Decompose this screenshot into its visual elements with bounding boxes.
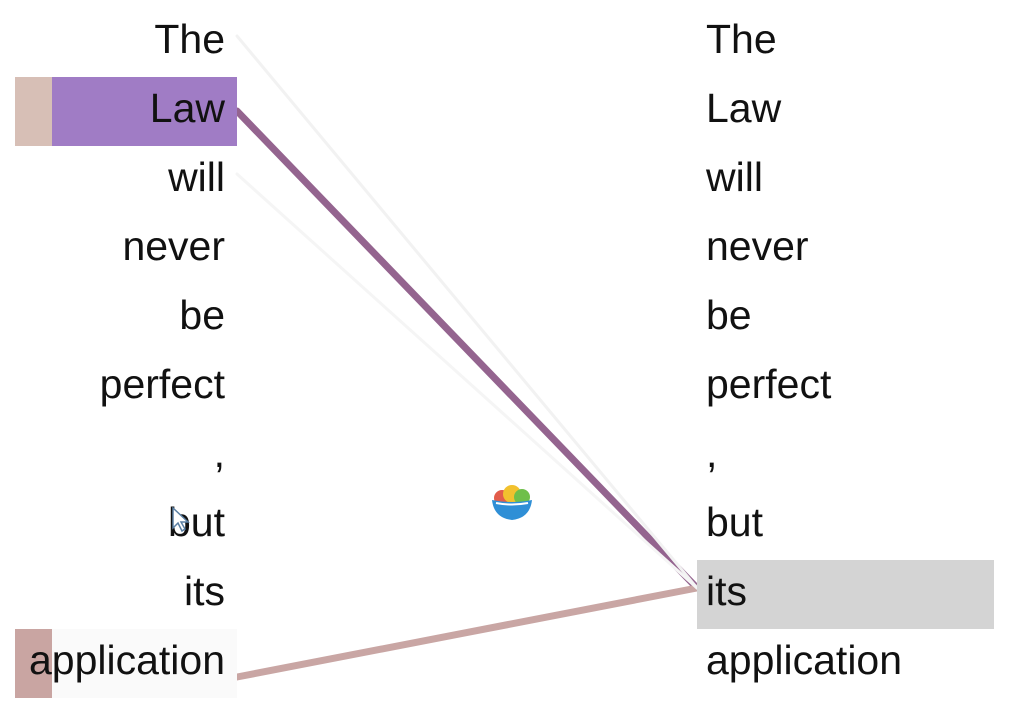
left-token-label: be [179,292,225,338]
right-token-9[interactable]: application [697,629,994,698]
colorful-bowl-logo-icon [488,478,536,526]
attention-link-1 [233,584,701,681]
left-token-label: perfect [99,361,225,407]
right-token-5[interactable]: perfect [697,353,994,422]
right-token-2[interactable]: will [697,146,994,215]
left-token-label: never [122,223,225,269]
right-token-label: but [706,499,763,545]
right-token-label: application [706,637,903,683]
left-token-label: will [168,154,225,200]
left-token-label: Law [149,85,225,131]
left-token-head-bar [15,629,52,698]
left-token-3[interactable]: never [15,215,237,284]
left-token-label: The [154,16,225,62]
left-token-8[interactable]: its [15,560,237,629]
right-token-label: its [706,568,747,614]
left-token-2[interactable]: will [15,146,237,215]
right-token-label: Law [706,85,782,131]
left-token-6[interactable]: , [15,422,237,491]
left-token-label: but [168,499,225,545]
left-token-4[interactable]: be [15,284,237,353]
mouse-pointer-icon [172,506,190,533]
left-token-9[interactable]: application [15,629,237,698]
left-token-label: , [213,430,225,476]
right-token-label: will [706,154,763,200]
right-token-label: , [706,430,718,476]
left-token-head-bar [15,77,52,146]
left-token-label: application [28,637,225,683]
left-token-0[interactable]: The [15,8,237,77]
left-token-7[interactable]: but [15,491,237,560]
right-token-highlight [697,560,994,629]
right-token-1[interactable]: Law [697,77,994,146]
attention-link-2 [235,34,699,590]
right-token-0[interactable]: The [697,8,994,77]
right-token-label: The [706,16,777,62]
right-token-8[interactable]: its [697,560,994,629]
left-token-label: its [184,568,225,614]
right-token-3[interactable]: never [697,215,994,284]
left-token-highlight [15,629,237,698]
right-token-label: never [706,223,809,269]
right-token-7[interactable]: but [697,491,994,560]
right-token-label: perfect [706,361,832,407]
right-token-6[interactable]: , [697,422,994,491]
right-token-4[interactable]: be [697,284,994,353]
left-token-highlight [15,77,237,146]
attention-link-3 [235,172,699,590]
right-token-label: be [706,292,752,338]
left-token-1[interactable]: Law [15,77,237,146]
left-token-5[interactable]: perfect [15,353,237,422]
attention-link-0 [233,107,701,592]
